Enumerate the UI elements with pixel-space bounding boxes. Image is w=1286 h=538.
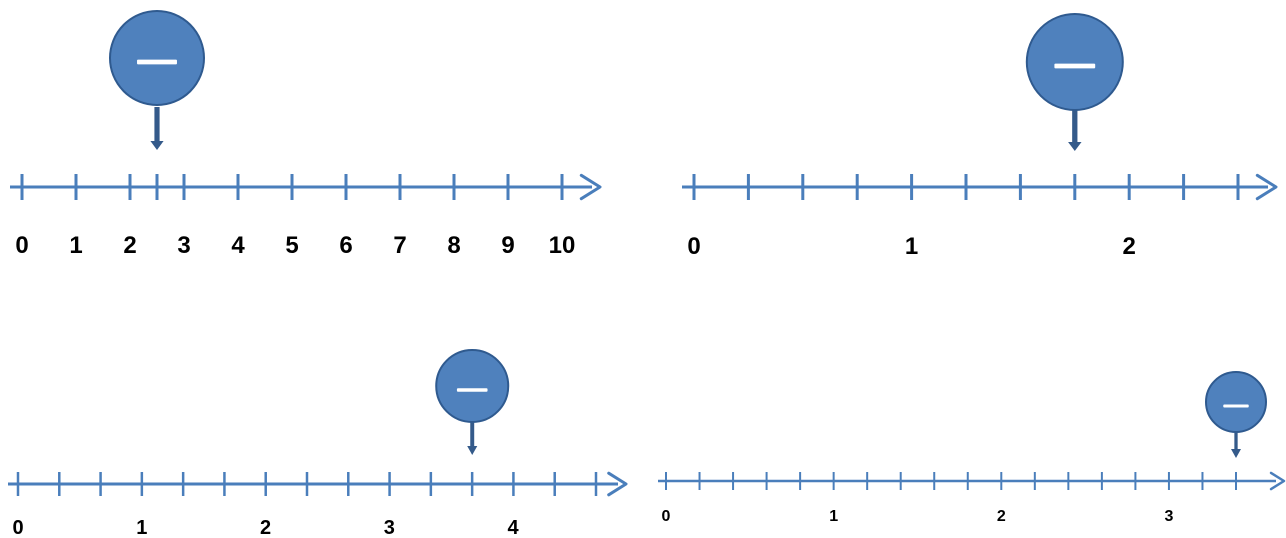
- tick-label: 0: [662, 508, 671, 525]
- tick-label: 10: [549, 232, 576, 259]
- tick-label: 1: [829, 508, 838, 525]
- marker-pointer-arrow-icon: [1231, 449, 1241, 458]
- tick-label: 2: [997, 508, 1006, 525]
- tick-label: 6: [339, 232, 352, 259]
- tick-label: 7: [393, 232, 406, 259]
- number-line-bottom-left: 0 1 2 3 4: [8, 349, 628, 538]
- tick-label: 1: [136, 517, 147, 538]
- number-line-bottom-right: 0 1 2 3: [658, 371, 1286, 525]
- marker-circle: [435, 349, 510, 423]
- marker-pointer-arrow-icon: [1068, 142, 1082, 151]
- axis-arrow-icon: [1255, 173, 1278, 201]
- tick-label: 4: [231, 232, 245, 259]
- minus-marker: [435, 349, 510, 455]
- tick-label: 1: [69, 232, 82, 259]
- tick-label: 0: [15, 232, 28, 259]
- axis-arrow-icon: [607, 471, 628, 497]
- tick-label: 9: [501, 232, 514, 259]
- tick-label: 5: [285, 232, 298, 259]
- minus-icon: [1054, 63, 1096, 69]
- minus-icon: [137, 59, 177, 65]
- tick-label: 1: [905, 233, 918, 260]
- minus-marker: [1025, 13, 1124, 151]
- tick-label: 0: [12, 517, 23, 538]
- number-line-top-right: 0 1 2: [682, 13, 1278, 260]
- marker-pointer-arrow-icon: [467, 446, 478, 455]
- axis-arrow-icon: [579, 173, 602, 201]
- marker-circle: [1025, 13, 1124, 111]
- tick-label: 4: [508, 517, 520, 538]
- minus-marker: [1205, 371, 1267, 458]
- axis-arrow-icon: [1269, 471, 1286, 491]
- tick-label: 2: [260, 517, 271, 538]
- tick-label: 0: [687, 233, 700, 260]
- marker-pointer-arrow-icon: [150, 141, 164, 150]
- tick-label: 2: [123, 232, 136, 259]
- marker-circle: [109, 10, 205, 106]
- tick-label: 8: [447, 232, 460, 259]
- tick-label: 3: [177, 232, 190, 259]
- tick-label: 2: [1123, 233, 1136, 260]
- marker-circle: [1205, 371, 1267, 433]
- number-line-top-left: 0 1 2 3 4 5 6 7 8 9 10: [10, 10, 602, 259]
- tick-label: 3: [384, 517, 395, 538]
- tick-label: 3: [1164, 508, 1173, 525]
- minus-marker: [109, 10, 205, 150]
- minus-icon: [456, 388, 488, 392]
- minus-icon: [1223, 404, 1249, 408]
